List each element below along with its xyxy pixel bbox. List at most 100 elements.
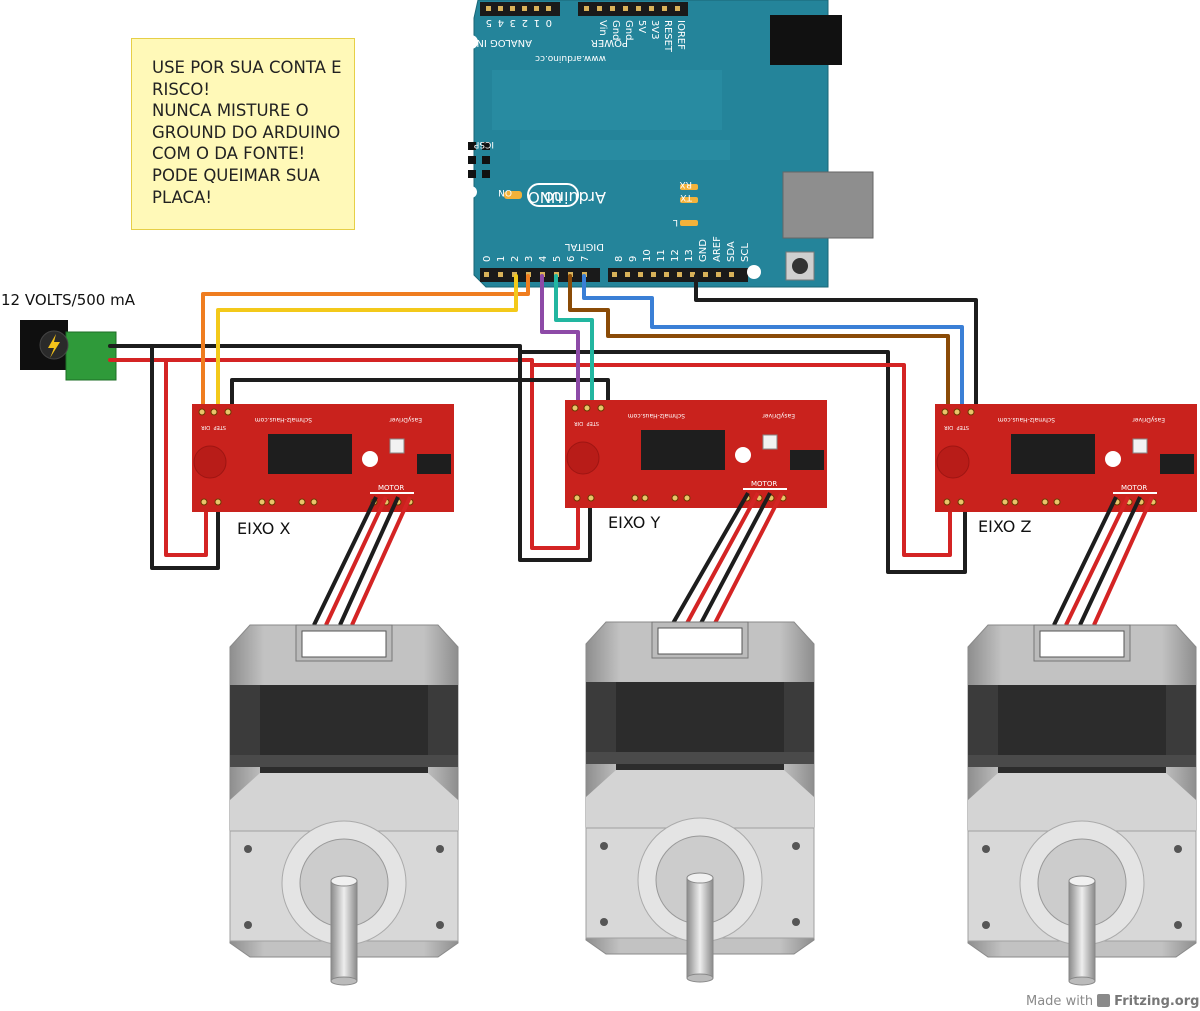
header-pin — [677, 272, 682, 277]
header-pin — [690, 272, 695, 277]
digital-pin-label: 6 — [566, 256, 577, 262]
wire-z-step — [568, 274, 950, 412]
header-pin — [486, 6, 491, 11]
header-pin — [512, 272, 517, 277]
axis-label-x: EIXO X — [237, 519, 290, 538]
wire-x-dir — [216, 274, 518, 417]
power-pin-label: Gnd — [623, 20, 634, 40]
header-pin — [597, 6, 602, 11]
digital-pin-label: 7 — [580, 256, 591, 262]
warning-line: RISCO! — [152, 79, 210, 99]
axis-label-y: EIXO Y — [608, 513, 660, 532]
digital-pin-label: 0 — [482, 256, 493, 262]
header-pin — [649, 6, 654, 11]
stepper-motor-y — [585, 621, 815, 983]
warning-line: PODE QUEIMAR SUA — [152, 165, 320, 185]
power-pin-label: Vin — [597, 20, 608, 36]
header-pin — [664, 272, 669, 277]
driver-motor-label: MOTOR — [378, 484, 404, 492]
power-pin-label: 3V3 — [649, 20, 660, 40]
header-pin — [584, 6, 589, 11]
power-jack — [20, 320, 117, 381]
wire-y-step — [540, 274, 580, 412]
fritzing-logo-icon — [1097, 994, 1111, 1007]
analog-pin-label: 1 — [534, 17, 540, 28]
driver-board-name: EasyDriver — [1132, 416, 1165, 423]
warning-line: NUNCA MISTURE O — [152, 101, 309, 121]
wire-z-gnd — [694, 274, 978, 412]
digital-pin-label: SCL — [740, 243, 751, 262]
driver-pin-dir: DIR — [944, 424, 953, 430]
stepper-motor-z — [967, 624, 1197, 986]
digital-pin-label: 12 — [670, 249, 681, 262]
header-pin — [546, 6, 551, 11]
wire-gnd-rail — [108, 344, 967, 574]
header-pin — [625, 272, 630, 277]
header-pin — [716, 272, 721, 277]
fritzing-credit: Made with Fritzing.org — [1026, 994, 1199, 1009]
driver-vendor: Schmalz-Haus.com — [255, 416, 312, 423]
digital-pin-label: AREF — [712, 236, 723, 262]
arduino-website: www.arduino.cc — [535, 53, 606, 63]
digital-pin-label: 11 — [656, 249, 667, 262]
power-supply-label: 12 VOLTS/500 mA — [1, 291, 135, 309]
arduino-brand: Arduino — [544, 188, 606, 207]
led-tx-label: TX — [680, 192, 693, 202]
driver-pin-step: STEP — [957, 424, 969, 430]
header-pin — [662, 6, 667, 11]
arduino-model: UNO — [528, 188, 562, 206]
analog-pin-label: 0 — [546, 17, 552, 28]
header-pin — [638, 272, 643, 277]
axis-label-z: EIXO Z — [978, 517, 1031, 536]
digital-pin-label: 10 — [642, 249, 653, 262]
driver-motor-label: MOTOR — [1121, 484, 1147, 492]
analog-pin-label: 3 — [510, 17, 516, 28]
header-pin — [510, 6, 515, 11]
driver-motor-label: MOTOR — [751, 480, 777, 488]
power-pin-label: Gnd — [610, 20, 621, 40]
fritzing-brand: Fritzing.org — [1114, 994, 1200, 1009]
analog-pin-label: 5 — [486, 17, 492, 28]
power-pin-label: RESET — [662, 20, 673, 53]
digital-pin-label: 4 — [538, 256, 549, 262]
digital-pin-label: 1 — [496, 256, 507, 262]
digital-pin-label: 3 — [524, 256, 535, 262]
driver-vendor: Schmalz-Haus.com — [998, 416, 1055, 423]
digital-pin-label: GND — [698, 239, 709, 262]
warning-note: USE POR SUA CONTA E RISCO! NUNCA MISTURE… — [131, 38, 355, 230]
driver-vendor: Schmalz-Haus.com — [628, 412, 685, 419]
header-pin — [610, 6, 615, 11]
header-pin — [522, 6, 527, 11]
driver-board-name: EasyDriver — [389, 416, 422, 423]
driver-pin-dir: DIR — [201, 424, 210, 430]
driver-pin-step: STEP — [587, 420, 599, 426]
wire-vcc-rail — [108, 358, 952, 557]
analog-pin-label: 4 — [498, 17, 504, 28]
digital-pin-label: 9 — [628, 256, 639, 262]
wiring — [108, 274, 978, 574]
led-rx-label: RX — [680, 179, 692, 189]
digital-pin-label: 5 — [552, 256, 563, 262]
wire-y-dir — [554, 274, 594, 412]
header-pin — [484, 272, 489, 277]
header-pin — [534, 6, 539, 11]
header-pin — [651, 272, 656, 277]
driver-pin-dir: DIR — [574, 420, 583, 426]
warning-line: PLACA! — [152, 187, 212, 207]
warning-line: COM O DA FONTE! — [152, 144, 306, 164]
power-pin-label: 5V — [636, 20, 647, 33]
digital-pin-label: 8 — [614, 256, 625, 262]
header-pin — [612, 272, 617, 277]
wire-x-step — [201, 274, 530, 417]
analog-pin-label: 2 — [522, 17, 528, 28]
driver-pin-step: STEP — [214, 424, 226, 430]
digital-pin-label: 13 — [684, 249, 695, 262]
warning-line: GROUND DO ARDUINO — [152, 122, 341, 142]
header-pin — [498, 6, 503, 11]
arduino-board: Arduino UNO www.arduino.cc ANALOG IN POW… — [464, 0, 874, 288]
led-l-label: L — [673, 217, 678, 227]
digital-pin-label: 2 — [510, 256, 521, 262]
power-pin-label: IOREF — [675, 20, 686, 50]
made-with-text: Made with — [1026, 994, 1094, 1009]
led-on-label: ON — [498, 187, 512, 197]
